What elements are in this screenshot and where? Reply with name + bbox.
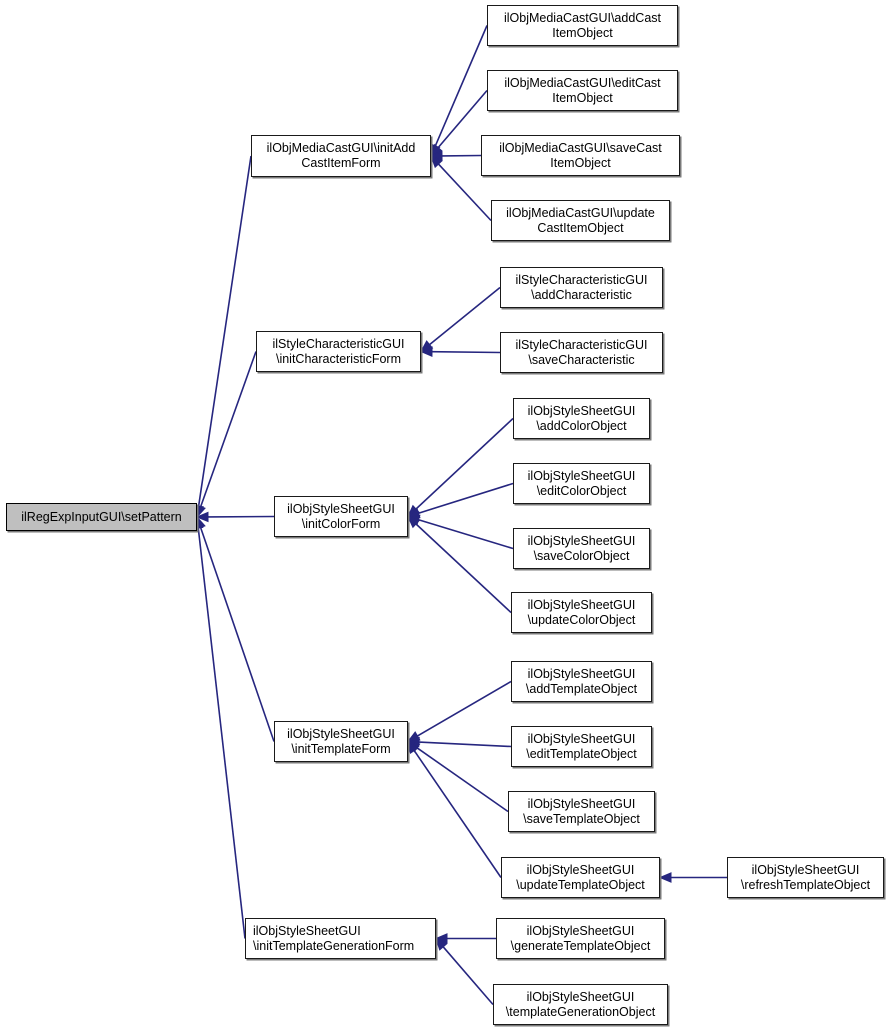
arrowhead-saveColor-to-initColor [406,514,421,525]
graph-node-updColor[interactable]: ilObjStyleSheetGUI \updateColorObject [511,592,652,633]
graph-node-addChar[interactable]: ilStyleCharacteristicGUI \addCharacteris… [500,267,663,308]
graph-node-root[interactable]: ilRegExpInputGUI\setPattern [6,503,197,531]
edge-addColor-to-initColor [415,417,514,510]
graph-node-editColor[interactable]: ilObjStyleSheetGUI \editColorObject [513,463,650,504]
arrowhead-saveCast-to-initAddCast [429,150,443,162]
graph-node-updTmpl[interactable]: ilObjStyleSheetGUI \updateTemplateObject [501,857,660,898]
edge-initChar-to-root [199,351,257,507]
graph-node-saveTmpl[interactable]: ilObjStyleSheetGUI \saveTemplateObject [508,791,655,832]
arrowhead-tmplGenObj-to-initTmplGen [435,937,448,951]
graph-node-initTmplGen[interactable]: ilObjStyleSheetGUI \initTemplateGenerati… [245,918,436,959]
graph-node-refreshTmpl[interactable]: ilObjStyleSheetGUI \refreshTemplateObjec… [727,857,884,898]
edge-editCast-to-initAddCast [437,89,488,149]
arrowhead-updTmpl-to-initTmpl [407,740,419,755]
edge-updTmpl-to-initTmpl [413,750,502,878]
edge-updColor-to-initColor [415,523,512,614]
edge-initTmpl-to-root [199,527,275,742]
arrowhead-updColor-to-initColor [407,515,421,529]
arrowhead-editColor-to-initColor [406,507,421,519]
graph-node-saveColor[interactable]: ilObjStyleSheetGUI \saveColorObject [513,528,650,569]
graph-node-tmplGenObj[interactable]: ilObjStyleSheetGUI \templateGenerationOb… [493,984,668,1025]
graph-node-saveCast[interactable]: ilObjMediaCastGUI\saveCast ItemObject [481,135,680,176]
edge-saveChar-to-initChar [431,350,501,354]
graph-node-addCast[interactable]: ilObjMediaCastGUI\addCast ItemObject [487,5,678,46]
arrowhead-editCast-to-initAddCast [430,143,443,157]
graph-node-initAddCast[interactable]: ilObjMediaCastGUI\initAdd CastItemForm [251,135,431,177]
graph-node-editTmpl[interactable]: ilObjStyleSheetGUI \editTemplateObject [511,726,652,767]
edge-saveColor-to-initColor [418,518,514,550]
arrowhead-addCast-to-initAddCast [430,143,441,158]
graph-node-initTmpl[interactable]: ilObjStyleSheetGUI \initTemplateForm [274,721,408,762]
arrowhead-addTmpl-to-initTmpl [406,731,421,743]
graph-node-saveChar[interactable]: ilStyleCharacteristicGUI \saveCharacteri… [500,332,663,373]
graph-node-genTmpl[interactable]: ilObjStyleSheetGUI \generateTemplateObje… [496,918,665,959]
edge-editColor-to-initColor [418,482,514,514]
arrowhead-initTmpl-to-root [195,515,206,530]
graph-node-initColor[interactable]: ilObjStyleSheetGUI \initColorForm [274,496,408,537]
edge-initTmplGen-to-root [197,527,246,939]
graph-node-updateCast[interactable]: ilObjMediaCastGUI\update CastItemObject [491,200,670,241]
arrowhead-refreshTmpl-to-updTmpl [658,872,672,883]
arrowhead-saveChar-to-initChar [419,346,433,357]
edge-addChar-to-initChar [429,286,501,346]
arrowhead-updateCast-to-initAddCast [430,155,443,169]
arrowhead-genTmpl-to-initTmplGen [434,933,448,944]
edge-saveTmpl-to-initTmpl [416,747,509,813]
edge-editTmpl-to-initTmpl [418,741,512,748]
edge-addCast-to-initAddCast [434,25,488,147]
edge-addTmpl-to-initTmpl [417,680,512,737]
graph-node-editCast[interactable]: ilObjMediaCastGUI\editCast ItemObject [487,70,678,111]
arrowhead-editTmpl-to-initTmpl [406,736,420,748]
edge-initAddCast-to-root [197,155,252,507]
arrowhead-initChar-to-root [195,504,206,519]
arrowhead-saveTmpl-to-initTmpl [406,740,421,753]
arrowhead-addChar-to-initChar [419,340,434,353]
edge-tmplGenObj-to-initTmplGen [442,946,494,1006]
graph-node-addTmpl[interactable]: ilObjStyleSheetGUI \addTemplateObject [511,661,652,702]
arrowhead-addColor-to-initColor [407,504,421,518]
arrowhead-initColor-to-root [195,511,209,523]
graph-node-initChar[interactable]: ilStyleCharacteristicGUI \initCharacteri… [256,331,421,372]
graph-node-addColor[interactable]: ilObjStyleSheetGUI \addColorObject [513,398,650,439]
